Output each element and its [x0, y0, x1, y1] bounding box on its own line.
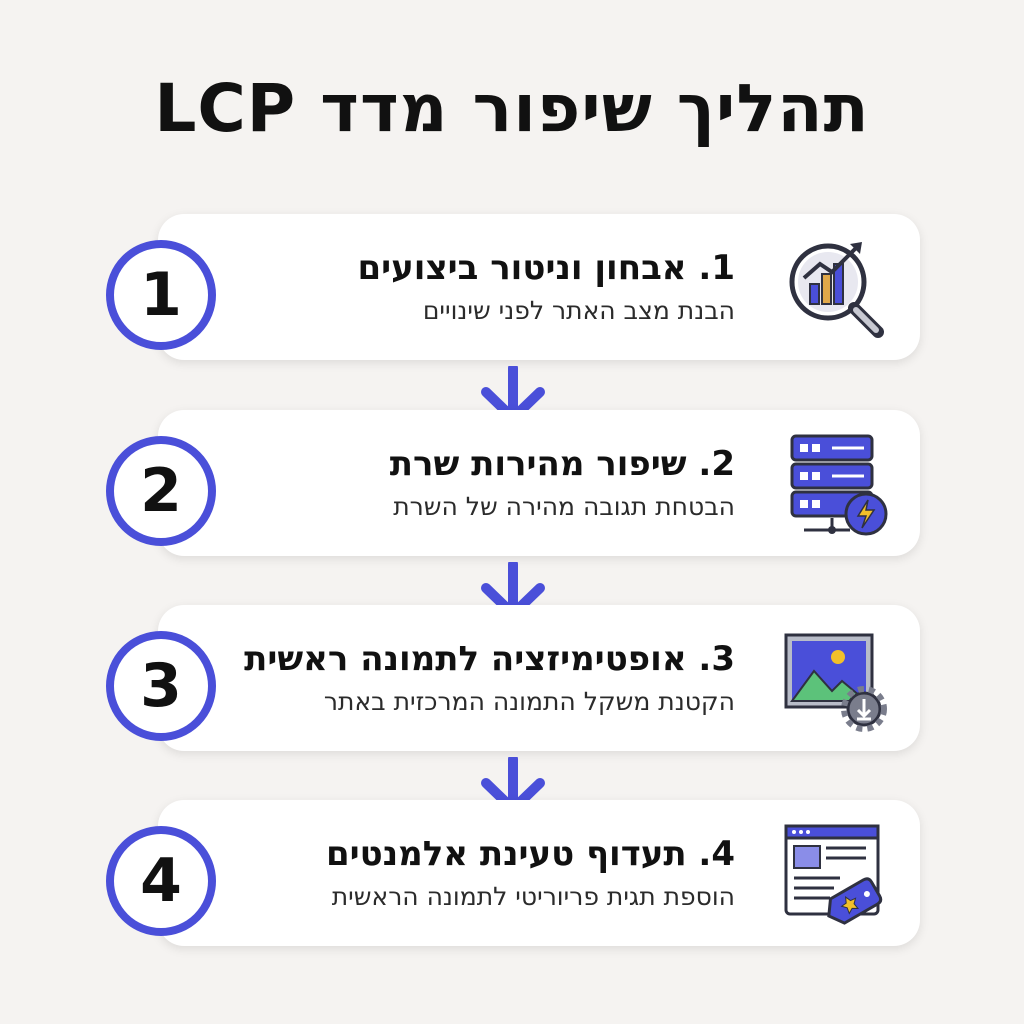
step-number-4: 4 [106, 826, 216, 936]
chart-magnifier-icon [780, 234, 890, 344]
step-heading-1: 1. אבחון וניטור ביצועים [357, 248, 735, 288]
step-heading-2: 2. שיפור מהירות שרת [389, 444, 735, 484]
step-subtitle-4: הוספת תגית פריוריטי לתמונה הראשית [331, 882, 735, 911]
step-number-2: 2 [106, 436, 216, 546]
server-lightning-icon [780, 430, 890, 540]
step-number-1: 1 [106, 240, 216, 350]
image-optimize-icon [780, 625, 890, 735]
step-text-4: 4. תעדוף טעינת אלמנטים הוספת תגית פריורי… [195, 834, 735, 914]
browser-priority-tag-icon [780, 820, 890, 930]
step-card-2: 2. שיפור מהירות שרת הבטחת תגובה מהירה של… [158, 410, 920, 556]
step-card-1: 1. אבחון וניטור ביצועים הבנת מצב האתר לפ… [158, 214, 920, 360]
step-subtitle-3: הקטנת משקל התמונה המרכזית באתר [323, 687, 735, 716]
step-heading-4: 4. תעדוף טעינת אלמנטים [325, 834, 735, 874]
step-text-1: 1. אבחון וניטור ביצועים הבנת מצב האתר לפ… [195, 248, 735, 328]
step-subtitle-2: הבטחת תגובה מהירה של השרת [393, 492, 735, 521]
step-heading-3: 3. אופטימיזציה לתמונה ראשית [244, 639, 735, 679]
page-title: תהליך שיפור מדד LCP [154, 70, 870, 147]
step-text-3: 3. אופטימיזציה לתמונה ראשית הקטנת משקל ה… [195, 639, 735, 719]
step-card-4: 4. תעדוף טעינת אלמנטים הוספת תגית פריורי… [158, 800, 920, 946]
step-text-2: 2. שיפור מהירות שרת הבטחת תגובה מהירה של… [195, 444, 735, 524]
step-card-3: 3. אופטימיזציה לתמונה ראשית הקטנת משקל ה… [158, 605, 920, 751]
step-number-3: 3 [106, 631, 216, 741]
step-subtitle-1: הבנת מצב האתר לפני שינויים [422, 296, 735, 325]
